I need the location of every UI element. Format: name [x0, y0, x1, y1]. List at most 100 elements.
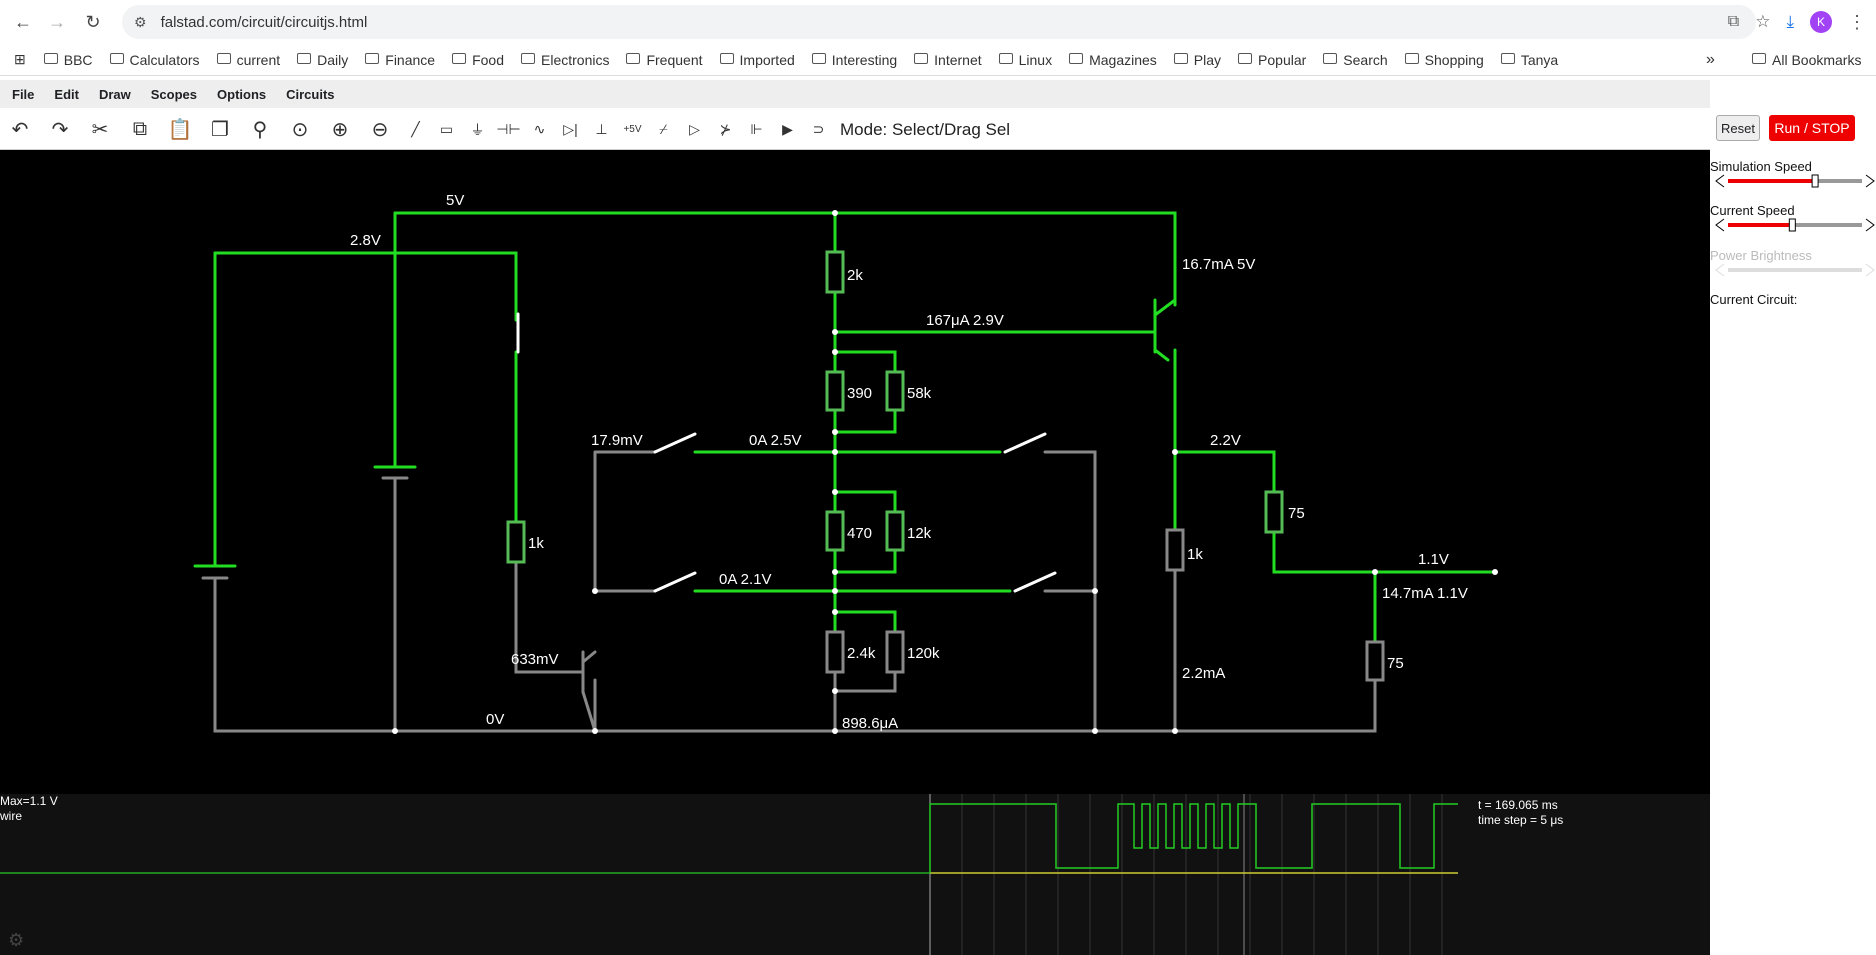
zoom-in-icon[interactable]: ⊕	[331, 119, 349, 141]
label-898ua: 898.6μA	[842, 715, 898, 732]
ground-tool-icon[interactable]: ⏚	[470, 121, 485, 138]
menu-draw[interactable]: Draw	[98, 86, 131, 102]
apps-grid-icon[interactable]: ⊞	[14, 51, 26, 67]
bookmark-play[interactable]: Play	[1173, 52, 1221, 68]
menu-scopes[interactable]: Scopes	[150, 86, 198, 102]
menu-options[interactable]: Options	[217, 86, 267, 102]
opamp-tool-icon[interactable]: ▷	[689, 121, 700, 137]
all-bookmarks[interactable]: All Bookmarks	[1752, 52, 1861, 68]
download-icon[interactable]: ⤓	[1786, 12, 1794, 31]
current-speed-slider[interactable]	[1710, 217, 1876, 233]
resistors	[506, 250, 1284, 564]
label-2.4k: 2.4k	[847, 645, 876, 662]
folder-icon	[43, 53, 58, 64]
menu-kebab-icon[interactable]: ⋮	[1848, 11, 1866, 32]
install-app-icon[interactable]: ⧉	[1727, 13, 1740, 30]
capacitor-tool-icon[interactable]: ⊣⊢	[496, 121, 521, 137]
transistor-tool-icon[interactable]: ⊁	[719, 121, 732, 137]
folder-icon	[1069, 53, 1084, 64]
folder-icon	[521, 53, 535, 64]
copy-icon[interactable]: ⧉	[132, 118, 148, 140]
redo-icon[interactable]: ↷	[51, 119, 69, 141]
bookmark-electronics[interactable]: Electronics	[521, 52, 609, 68]
label-14.7ma: 14.7mA 1.1V	[1382, 585, 1468, 602]
and-gate-tool-icon[interactable]: ⊃	[812, 121, 825, 137]
label-470: 470	[847, 525, 872, 542]
bookmark-popular[interactable]: Popular	[1238, 52, 1306, 68]
app-menubar: File Edit Draw Scopes Options Circuits	[0, 80, 1710, 108]
buffer-tool-icon[interactable]: ▶	[782, 121, 793, 137]
mosfet-tool-icon[interactable]: ⊩	[750, 121, 763, 137]
label-17.9mv: 17.9mV	[591, 432, 643, 449]
address-bar[interactable]: ⚙ falstad.com/circuit/circuitjs.html	[122, 5, 1756, 39]
folder-icon	[1752, 53, 1766, 64]
label-1.1v: 1.1V	[1418, 551, 1449, 568]
label-2.8v: 2.8V	[350, 232, 381, 249]
label-120k: 120k	[907, 645, 940, 662]
browser-actions: ⧉ ☆ ⤓ K ⋮	[1728, 5, 1876, 39]
bookmark-imported[interactable]: Imported	[719, 52, 795, 68]
switch-tool-icon[interactable]: ⌿	[659, 121, 668, 137]
search-icon[interactable]: ⚲	[252, 119, 268, 141]
resistor-tool-icon[interactable]: ▭	[439, 121, 454, 137]
folder-icon	[626, 53, 641, 64]
label-0a-2.5v: 0A 2.5V	[749, 432, 802, 449]
bookmark-linux[interactable]: Linux	[998, 52, 1052, 68]
site-info-icon[interactable]: ⚙	[134, 13, 147, 30]
bookmark-interesting[interactable]: Interesting	[811, 52, 897, 68]
forward-icon[interactable]: →	[48, 11, 66, 32]
scope-plot	[0, 794, 1458, 955]
browser-toolbar: ← → ↻ ⚙ falstad.com/circuit/circuitjs.ht…	[0, 0, 1876, 44]
sim-speed-slider[interactable]	[1710, 173, 1876, 189]
reload-icon[interactable]: ↻	[85, 11, 101, 32]
bookmark-calculators[interactable]: Calculators	[109, 52, 200, 68]
scope-panel[interactable]: Max=1.1 V wire t = 169.065 ms time step …	[0, 794, 1710, 955]
scope-timestep: time step = 5 μs	[1478, 813, 1564, 827]
bookmark-shopping[interactable]: Shopping	[1404, 52, 1484, 68]
paste-icon[interactable]: 📋	[167, 119, 193, 141]
label-0v: 0V	[486, 711, 504, 728]
bookmark-daily[interactable]: Daily	[297, 52, 348, 68]
profile-avatar[interactable]: K	[1810, 11, 1832, 33]
label-75a: 75	[1288, 505, 1305, 522]
bookmark-food[interactable]: Food	[452, 52, 504, 68]
menu-circuits[interactable]: Circuits	[286, 86, 335, 102]
wire-tool-icon[interactable]: ╱	[411, 121, 420, 137]
bookmark-star-icon[interactable]: ☆	[1755, 12, 1771, 31]
bookmark-internet[interactable]: Internet	[914, 52, 982, 68]
bookmark-search[interactable]: Search	[1323, 52, 1388, 68]
back-icon[interactable]: ←	[14, 11, 32, 32]
folder-icon	[365, 53, 380, 64]
label-2.2ma: 2.2mA	[1182, 665, 1225, 682]
label-633mv: 633mV	[511, 651, 559, 668]
diode-tool-icon[interactable]: ▷|	[563, 121, 578, 137]
run-stop-button[interactable]: Run / STOP	[1769, 115, 1855, 141]
bookmark-bbc[interactable]: BBC	[43, 52, 93, 68]
inductor-tool-icon[interactable]: ∿	[533, 121, 546, 137]
cut-icon[interactable]: ✂	[91, 119, 109, 141]
battery-tool-icon[interactable]: ⊥	[595, 121, 608, 137]
reset-button[interactable]: Reset	[1716, 115, 1760, 141]
bookmark-finance[interactable]: Finance	[365, 52, 435, 68]
zoom-100-icon[interactable]: ⊙	[291, 119, 309, 141]
duplicate-icon[interactable]: ❐	[211, 119, 229, 141]
scope-settings-gear-icon[interactable]: ⚙	[8, 930, 25, 950]
scope-max-label: Max=1.1 V	[0, 794, 58, 808]
bookmark-current[interactable]: current	[216, 52, 280, 68]
zoom-out-icon[interactable]: ⊖	[371, 119, 389, 141]
label-75b: 75	[1387, 655, 1404, 672]
resistors-idle	[825, 528, 1385, 682]
label-0a-2.1v: 0A 2.1V	[719, 571, 772, 588]
circuit-canvas[interactable]: 5V 2.8V 2k 167μA 2.9V 16.7mA 5V 390 58k …	[0, 150, 1710, 794]
bookmark-magazines[interactable]: Magazines	[1069, 52, 1157, 68]
menu-edit[interactable]: Edit	[54, 86, 79, 102]
bookmark-frequent[interactable]: Frequent	[626, 52, 703, 68]
bookmark-tanya[interactable]: Tanya	[1500, 52, 1558, 68]
url-text: falstad.com/circuit/circuitjs.html	[160, 13, 368, 31]
folder-icon	[1323, 53, 1338, 64]
voltage-rail-tool[interactable]: +5V	[623, 124, 642, 135]
undo-icon[interactable]: ↶	[11, 119, 29, 141]
bookmarks-more-icon[interactable]: »	[1706, 50, 1715, 68]
scope-time: t = 169.065 ms	[1478, 798, 1558, 812]
menu-file[interactable]: File	[12, 86, 35, 102]
